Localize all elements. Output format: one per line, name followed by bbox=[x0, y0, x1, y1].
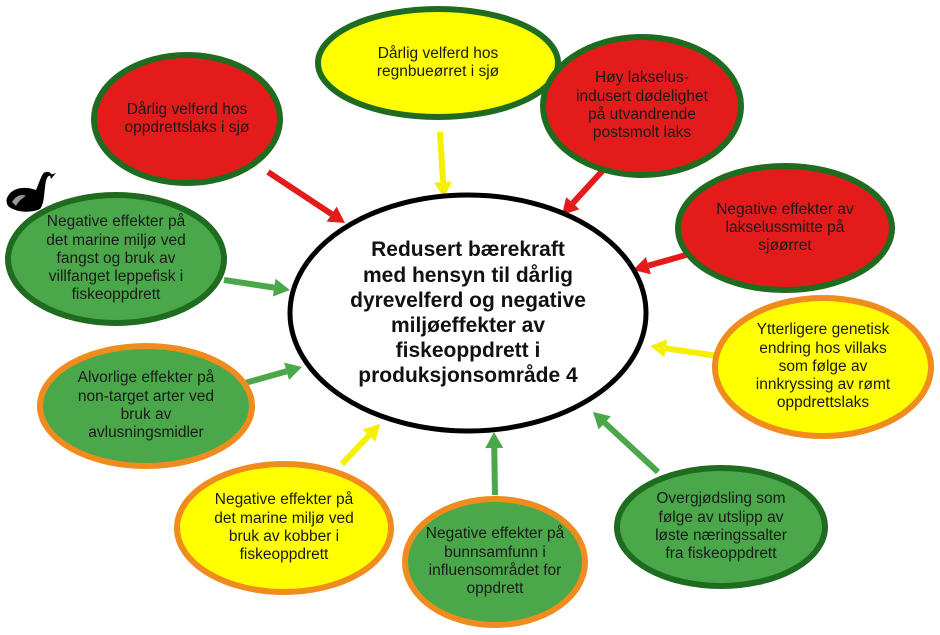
arrow-lakselussmitte bbox=[633, 252, 687, 275]
node-oppdrettslaks bbox=[91, 52, 283, 186]
swan-logo-icon bbox=[6, 171, 56, 212]
node-avlusningsmidler bbox=[37, 343, 255, 469]
node-lakselus-dodelighet bbox=[540, 34, 744, 178]
arrow-overgjodsling bbox=[593, 412, 661, 475]
node-bunnsamfunn bbox=[402, 496, 588, 628]
node-regnbueorret bbox=[315, 6, 561, 120]
node-leppefisk bbox=[5, 192, 227, 326]
arrow-leppefisk bbox=[223, 277, 290, 297]
arrow-kobber bbox=[339, 424, 380, 467]
center-title: Redusert bærekraft med hensyn til dårlig… bbox=[350, 238, 586, 388]
arrow-avlusningsmidler bbox=[244, 362, 302, 386]
arrow-bunnsamfunn bbox=[485, 432, 504, 496]
center-ellipse bbox=[287, 192, 649, 434]
node-lakselussmitte bbox=[675, 163, 895, 293]
arrow-oppdrettslaks bbox=[266, 169, 345, 223]
arrow-regnbueorret bbox=[434, 131, 453, 198]
arrow-lakselus-dodelighet bbox=[562, 165, 608, 215]
arrow-genetisk-endring bbox=[650, 339, 719, 359]
node-kobber bbox=[174, 461, 394, 595]
node-overgjodsling bbox=[614, 465, 828, 589]
node-genetisk-endring bbox=[712, 295, 934, 439]
